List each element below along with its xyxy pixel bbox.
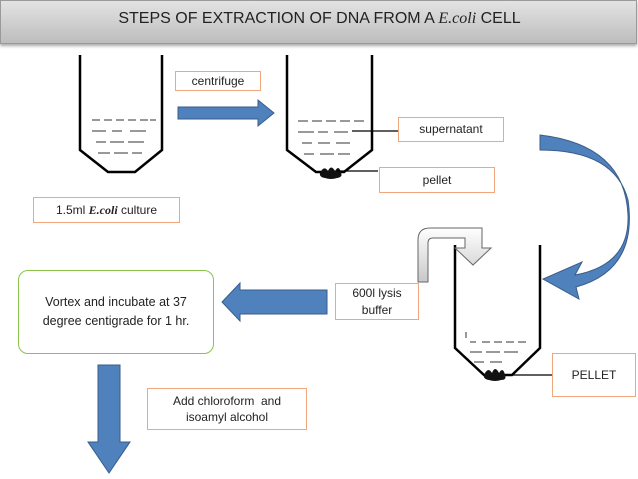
tube-1: [78, 55, 164, 174]
tube-3: [453, 245, 552, 381]
tube-3-liquid: [465, 332, 526, 363]
centrifuge-arrow: [177, 98, 275, 128]
culture-label: 1.5ml E.coli culture: [33, 197, 180, 223]
pellet-label: pellet: [379, 167, 495, 193]
tube-2: [285, 55, 398, 179]
vortex-line1: Vortex and incubate at 37: [45, 295, 187, 310]
title-bar: STEPS OF EXTRACTION OF DNA FROM A E.coli…: [0, 0, 637, 44]
left-arrow: [221, 281, 328, 323]
lysis-line1: 600l lysis: [352, 286, 402, 301]
curved-arrow: [539, 134, 630, 300]
chloroform-line2: isoamyl alcohol: [185, 410, 269, 424]
lysis-buffer-label: 600l lysis buffer: [335, 283, 419, 320]
vortex-line2: degree centigrade for 1 hr.: [42, 314, 190, 328]
slide-title: STEPS OF EXTRACTION OF DNA FROM A E.coli…: [1, 10, 638, 28]
supernatant-label: supernatant: [398, 117, 504, 142]
tube-1-liquid: [92, 119, 156, 154]
culture-organism: E.coli: [88, 202, 118, 217]
tube-3-pellet: [483, 369, 506, 381]
culture-prefix: 1.5ml: [55, 202, 89, 217]
centrifuge-label: centrifuge: [175, 71, 261, 91]
chloroform-line1: Add chloroform and: [172, 393, 282, 408]
title-suffix: CELL: [476, 10, 521, 27]
lysis-line2: buffer: [361, 302, 393, 317]
tube-2-liquid: [298, 120, 364, 155]
title-organism: E.coli: [438, 10, 477, 27]
chloroform-step-box: Add chloroform and isoamyl alcohol: [147, 388, 307, 430]
vortex-step-box: Vortex and incubate at 37 degree centigr…: [18, 270, 214, 354]
title-prefix: STEPS OF EXTRACTION OF DNA FROM A: [118, 10, 439, 27]
down-arrow: [87, 364, 131, 474]
tube-2-pellet: [319, 167, 342, 179]
culture-suffix: culture: [117, 202, 158, 217]
bent-arrow: [417, 227, 493, 283]
pellet-upper-label: PELLET: [552, 353, 636, 397]
